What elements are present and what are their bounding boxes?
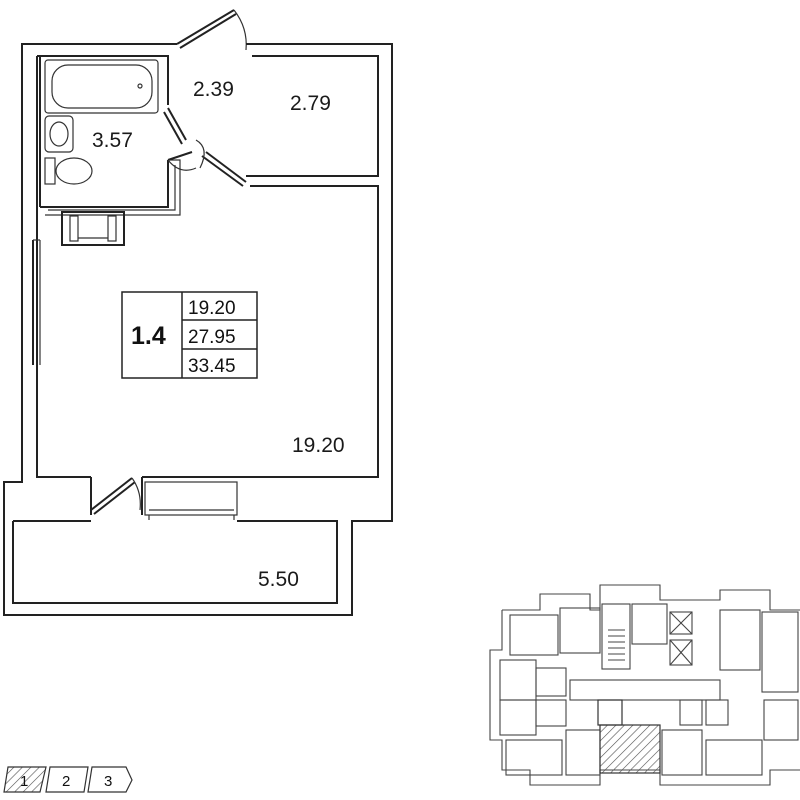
hall-small-area: 2.39 (193, 78, 234, 101)
section-2-label: 2 (62, 773, 70, 790)
bathroom-area: 3.57 (92, 129, 133, 152)
balcony-area: 5.50 (258, 568, 299, 591)
balcony-door (90, 477, 141, 515)
hall-partition (163, 107, 247, 187)
key-floor-plan (489, 584, 800, 786)
ventilation-block (61, 211, 125, 246)
section-1-label: 1 (20, 773, 28, 790)
apartment-code: 1.4 (131, 322, 166, 350)
bathtub-icon (44, 59, 159, 114)
section-selector: 1 2 3 (3, 766, 133, 793)
section-1[interactable]: 1 (3, 766, 47, 793)
section-3[interactable]: 3 (87, 766, 133, 793)
section-2[interactable]: 2 (45, 766, 89, 793)
entrance-door (176, 9, 252, 51)
living-room-area: 19.20 (292, 434, 345, 457)
apartment-walls (3, 43, 393, 616)
bathroom (37, 55, 181, 216)
toilet-icon (44, 157, 93, 185)
apartment-legend: 1.4 19.20 27.95 33.45 (121, 291, 258, 379)
highlighted-apartment (599, 724, 661, 774)
section-3-label: 3 (104, 773, 112, 790)
living-area-value: 19.20 (188, 298, 236, 319)
total-area-with-balcony-value: 33.45 (188, 356, 236, 377)
stairs-icon (608, 629, 625, 661)
total-area-value: 27.95 (188, 327, 236, 348)
sink-icon (44, 115, 74, 153)
hall-large-area: 2.79 (290, 92, 331, 115)
